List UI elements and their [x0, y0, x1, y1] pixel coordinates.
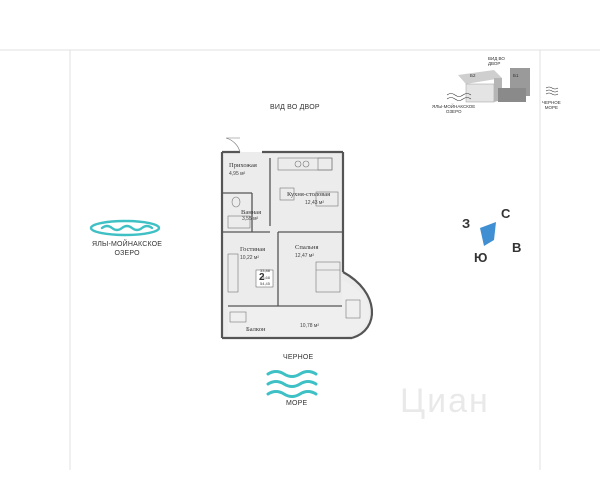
watermark: Циан: [400, 382, 490, 420]
compass-south-label: Ю: [474, 250, 488, 265]
room-bath-area: 3,55 м²: [242, 216, 259, 222]
apartment-rooms-count: 2: [259, 272, 265, 283]
minimap-block-label: Б2: [470, 73, 476, 78]
room-balcony-area: 10,78 м²: [300, 323, 320, 329]
minimap-lake-waves: [446, 93, 472, 101]
sea-label-bottom: МОРЕ: [286, 400, 308, 407]
minimap-sea-waves: [545, 86, 559, 96]
lake-label: ЯЛЫ-МОЙНАКСКОЕ ОЗЕРО: [92, 241, 163, 257]
compass-icon: [480, 222, 496, 246]
minimap-block-label: Б1: [513, 73, 519, 78]
room-living-name: Гостиная: [240, 246, 266, 253]
minimap-sea-label: ЧЕРНОЕ МОРЕ: [542, 100, 561, 110]
frame-lines: [0, 49, 600, 470]
minimap-lake-label: ЯЛЫ-МОЙНАКСКОЕ ОЗЕРО: [432, 104, 476, 114]
room-kitchen-name: Кухня-столовая: [287, 191, 331, 198]
apartment-area-line: 54,45: [260, 281, 271, 286]
compass-west-label: З: [462, 216, 471, 231]
floor-plan: [220, 137, 374, 340]
room-balcony-name: Балкон: [246, 326, 266, 333]
room-living-area: 10,22 м²: [240, 255, 260, 261]
courtyard-view-label: ВИД ВО ДВОР: [270, 104, 320, 111]
apartment-area-line: 33,88: [260, 268, 271, 273]
apartment-area-line: 43,68: [260, 275, 271, 280]
room-bedroom-name: Спальня: [295, 244, 319, 251]
minimap: [446, 68, 559, 103]
sea-label-top: ЧЕРНОЕ: [283, 354, 314, 361]
room-hall-area: 4,95 м²: [229, 171, 246, 177]
room-hall-name: Прихожая: [229, 162, 257, 169]
compass-north-label: С: [501, 206, 511, 221]
room-bath-name: Ванная: [241, 209, 262, 216]
minimap-building-label: ВИД ВО ДВОР: [488, 56, 505, 66]
sea-waves-icon: [266, 370, 318, 398]
compass-east-label: В: [512, 240, 522, 255]
room-kitchen-area: 12,43 м²: [305, 200, 325, 206]
lake-waves-icon: [89, 219, 161, 237]
room-bedroom-area: 12,47 м²: [295, 253, 315, 259]
